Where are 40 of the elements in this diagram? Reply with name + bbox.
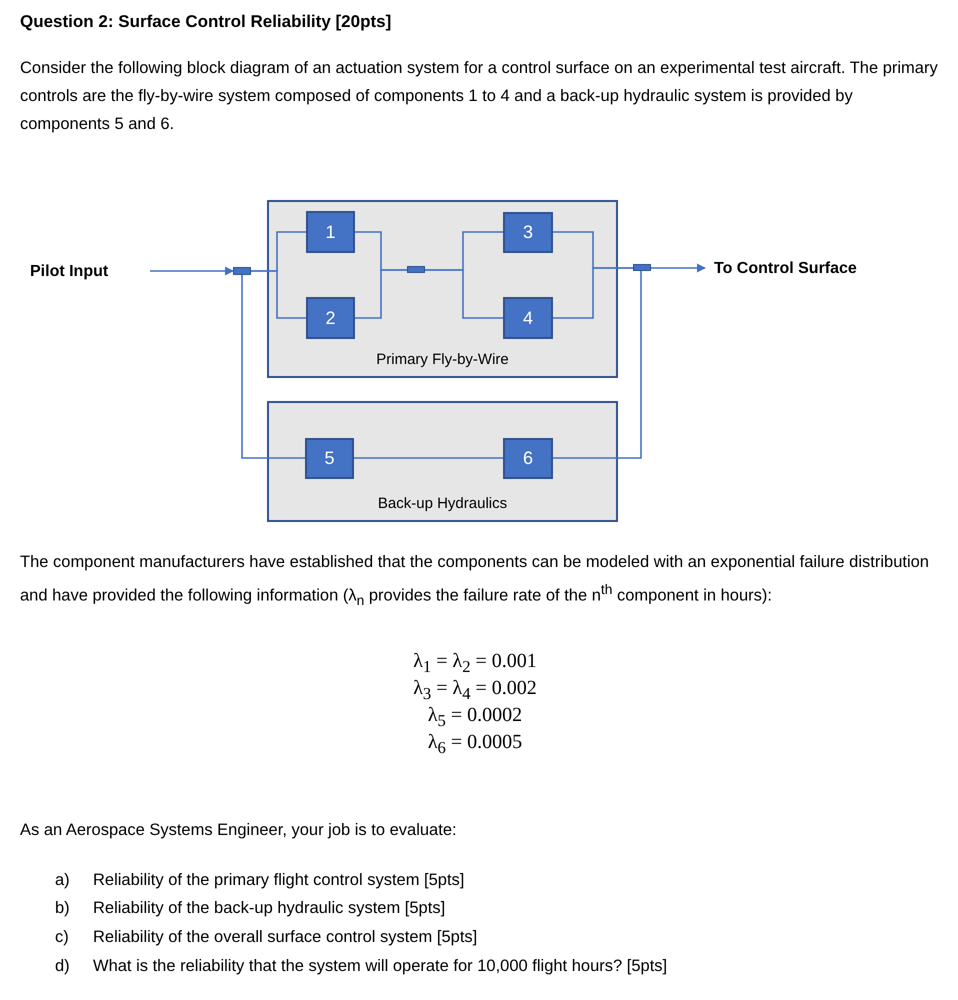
list-marker: c) xyxy=(55,927,70,948)
connector-line xyxy=(354,457,503,459)
connector-line xyxy=(150,266,234,276)
connector-line xyxy=(251,270,306,319)
component-block: 2 xyxy=(306,297,355,339)
info-paragraph: The component manufacturers have established that the components can be modeled with an exponential failure distribution and have provided the following information (λ$_{n}$ provides the failure rate of the n$^{th}$ component in hours): xyxy=(20,552,930,610)
component-block: 5 xyxy=(305,438,354,479)
rate-equation: λ$_{5}$ = 0.0002 xyxy=(426,703,524,732)
input-label: Pilot Input xyxy=(30,258,150,286)
task-intro: As an Aerospace Systems Engineer, your job is to evaluate: xyxy=(20,820,458,841)
junction-block xyxy=(407,266,425,273)
connector-line xyxy=(241,275,305,459)
intro-paragraph: Consider the following block diagram of an actuation system for a control surface on an experimental test aircraft. The primary controls are the fly-by-wire system composed of components 1 to 4 and a back-up hydraulic system is provided by components 5 and 6. xyxy=(20,58,939,135)
connector-line xyxy=(651,264,706,272)
task-item: What is the reliability that the system will operate for 10,000 flight hours? [5pts] xyxy=(93,956,668,977)
connector-line xyxy=(553,267,633,319)
rate-equation: λ$_{1}$ = λ$_{2}$ = 0.001 xyxy=(412,649,538,678)
connector-line xyxy=(355,269,407,319)
list-marker: a) xyxy=(55,870,71,891)
task-item: Reliability of the overall surface control system [5pts] xyxy=(93,927,478,948)
connector-line xyxy=(553,271,642,459)
task-item: Reliability of the primary flight control system [5pts] xyxy=(93,870,466,891)
component-block: 3 xyxy=(503,212,553,253)
component-block: 4 xyxy=(503,297,553,339)
panel-title: Back-up Hydraulics xyxy=(376,495,508,512)
subsystem-panel xyxy=(267,401,618,522)
task-item: Reliability of the back-up hydraulic system [5pts] xyxy=(93,898,446,919)
component-block: 6 xyxy=(503,438,553,479)
component-block: 1 xyxy=(306,211,355,253)
junction-block xyxy=(633,264,651,271)
rate-equation: λ$_{3}$ = λ$_{4}$ = 0.002 xyxy=(412,676,538,705)
junction-block xyxy=(233,267,251,275)
connector-line xyxy=(425,269,503,319)
panel-title: Primary Fly-by-Wire xyxy=(375,351,510,368)
list-marker: d) xyxy=(55,956,71,977)
list-marker: b) xyxy=(55,898,71,919)
rate-equation: λ$_{6}$ = 0.0005 xyxy=(426,730,524,759)
question-title: Question 2: Surface Control Reliability [20pts] xyxy=(20,12,392,32)
output-label: To Control Surface xyxy=(714,255,884,283)
subsystem-panel xyxy=(267,200,618,378)
